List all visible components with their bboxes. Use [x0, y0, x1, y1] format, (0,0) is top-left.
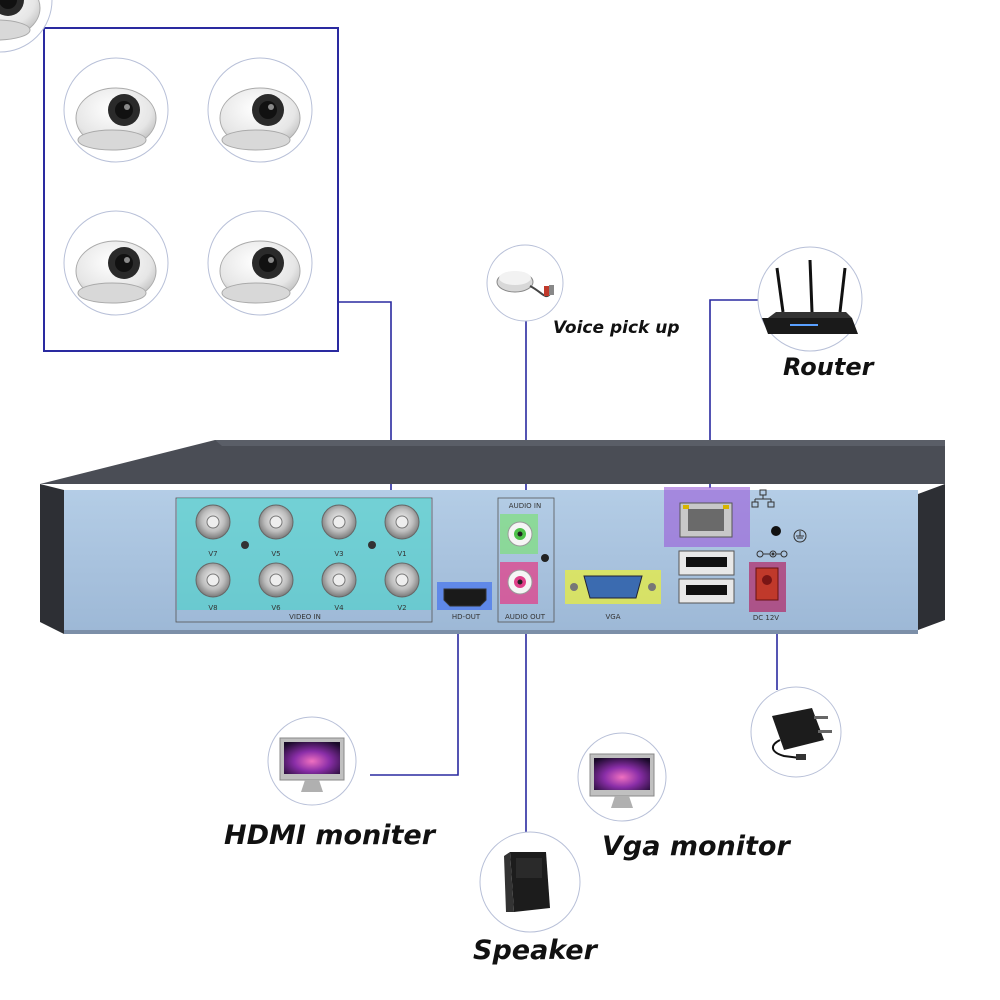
vga-port — [583, 575, 643, 599]
hdmi-port — [443, 588, 487, 607]
bnc-connector-v7 — [195, 504, 231, 540]
usb-port-2 — [686, 585, 727, 595]
hdmi-connector-line — [370, 610, 459, 776]
bnc-label-v3: V3 — [334, 550, 343, 558]
hdmi-monitor-caption: HDMI moniter — [224, 820, 436, 851]
bnc-connector-v1 — [384, 504, 420, 540]
bnc-label-v4: V4 — [334, 604, 344, 612]
bnc-connector-v3 — [321, 504, 357, 540]
router-connector-line — [709, 299, 758, 488]
bnc-label-v7: V7 — [208, 550, 217, 558]
voice-pickup-caption: Voice pick up — [553, 318, 680, 338]
dvr-top-cover — [40, 440, 945, 484]
audio-in-label: AUDIO IN — [509, 502, 541, 510]
bnc-label-v2: V2 — [397, 604, 406, 612]
video-in-label: VIDEO IN — [289, 613, 321, 621]
bnc-connector-v2 — [384, 562, 420, 598]
audio-out-label: AUDIO OUT — [505, 613, 546, 621]
bnc-label-v5: V5 — [271, 550, 280, 558]
bnc-connector-v5 — [258, 504, 294, 540]
bnc-label-v1: V1 — [397, 550, 406, 558]
router-caption: Router — [783, 353, 874, 381]
vga-monitor-caption: Vga monitor — [602, 831, 790, 862]
ground-icon — [793, 529, 807, 543]
bnc-label-v8: V8 — [208, 604, 217, 612]
camera-connector-line — [339, 301, 392, 500]
network-icon — [751, 489, 775, 508]
bnc-connector-v6 — [258, 562, 294, 598]
bnc-connector-v8 — [195, 562, 231, 598]
bnc-connector-v4 — [321, 562, 357, 598]
hd-out-label: HD-OUT — [452, 613, 481, 621]
dc-polarity-icon — [756, 550, 788, 558]
dc-label: DC 12V — [753, 614, 779, 622]
bnc-label-v6: V6 — [271, 604, 281, 612]
speaker-caption: Speaker — [473, 935, 597, 966]
vga-label: VGA — [605, 613, 620, 621]
